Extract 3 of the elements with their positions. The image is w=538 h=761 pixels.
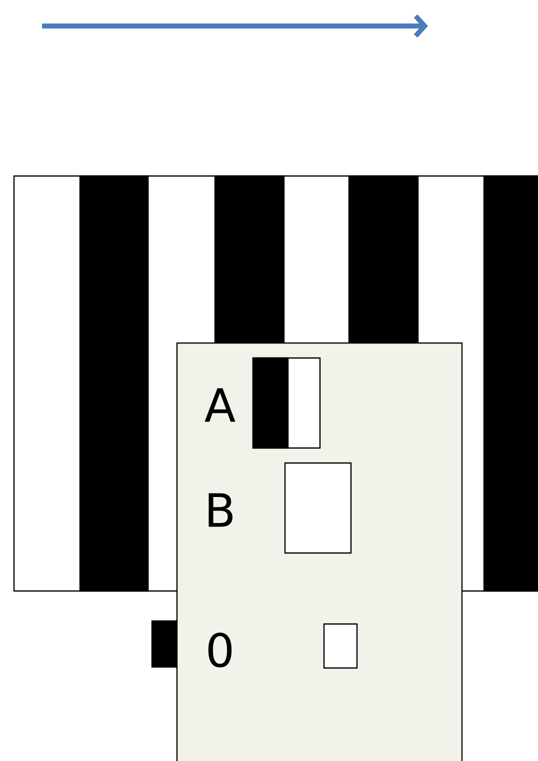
row-letter: A xyxy=(204,388,236,422)
row-letter: 0 xyxy=(208,632,232,668)
row-letter: B xyxy=(208,493,232,527)
